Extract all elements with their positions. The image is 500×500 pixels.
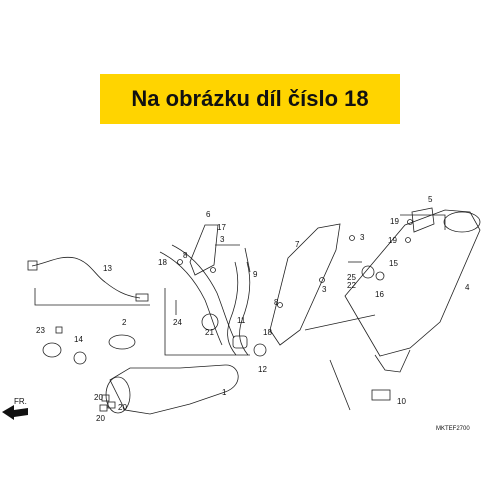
header-pipe-shape [227, 261, 239, 356]
collar-shape [253, 343, 267, 357]
callout-6: 6 [206, 210, 211, 219]
callout-18: 18 [263, 328, 272, 337]
leader-line [329, 359, 351, 411]
end-piece-shape [371, 389, 391, 401]
banner-text: Na obrázku díl číslo 18 [131, 86, 369, 111]
callout-25: 25 [347, 273, 356, 282]
callout-9: 9 [253, 270, 258, 279]
bolt-shape [244, 247, 251, 273]
callout-3: 3 [220, 235, 225, 244]
muffler-inlet-shape [374, 349, 411, 373]
header-pipe-shape [159, 251, 223, 346]
sensor-part-shape [42, 342, 62, 358]
direction-label: FR. [14, 397, 27, 406]
callout-12: 12 [258, 365, 267, 374]
callout-4: 4 [465, 283, 470, 292]
o2-sensor-wire [31, 256, 141, 299]
clamp-shape [201, 313, 219, 331]
rubber-mount-shape [232, 335, 248, 349]
leader-line [304, 314, 376, 331]
callout-19: 19 [390, 217, 399, 226]
washer-shape [375, 271, 385, 281]
gasket-shape [108, 334, 136, 350]
muffler-group-line [400, 214, 446, 230]
screw-shape [349, 235, 355, 241]
part-number-banner: Na obrázku díl číslo 18 [100, 74, 400, 124]
muffler-shape [344, 209, 481, 357]
nut-shape [107, 401, 116, 409]
header-pipe-shape [239, 261, 251, 356]
sensor-group-bracket [34, 288, 150, 306]
sensor-tip-shape [135, 293, 149, 302]
callout-1: 1 [222, 388, 227, 397]
callout-3: 3 [360, 233, 365, 242]
nut-shape [99, 404, 108, 412]
callout-11: 11 [237, 316, 246, 325]
callout-5: 5 [428, 195, 433, 204]
heat-shield-shape [269, 223, 341, 346]
callout-7: 7 [295, 240, 300, 249]
callout-24: 24 [173, 318, 182, 327]
sensor-part-shape [73, 351, 87, 365]
callout-18: 18 [158, 258, 167, 267]
screw-shape [319, 277, 325, 283]
screw-shape [407, 219, 413, 225]
front-direction-arrow-icon [2, 405, 28, 420]
screw-shape [210, 267, 216, 273]
callout-22: 22 [347, 281, 356, 290]
callout-14: 14 [74, 335, 83, 344]
screw-shape [405, 237, 411, 243]
pipe-group-line [164, 288, 250, 356]
nut-shape [55, 326, 63, 334]
callout-17: 17 [217, 223, 226, 232]
muffler-bracket-shape [411, 207, 435, 233]
callout-10: 10 [397, 397, 406, 406]
callout-8: 8 [274, 298, 279, 307]
callout-19: 19 [388, 236, 397, 245]
screw-shape [277, 302, 283, 308]
callout-20: 20 [118, 403, 127, 412]
callout-21: 21 [205, 328, 214, 337]
washer-shape [361, 265, 375, 279]
sensor-connector-shape [27, 260, 38, 271]
callout-13: 13 [103, 264, 112, 273]
callout-3: 3 [322, 285, 327, 294]
bracket-shape [189, 224, 219, 276]
callout-8: 8 [183, 251, 188, 260]
callout-20: 20 [96, 414, 105, 423]
callout-23: 23 [36, 326, 45, 335]
callout-15: 15 [389, 259, 398, 268]
muffler-end-cap [443, 211, 481, 233]
diagram-code: MKTEF2700 [436, 426, 470, 432]
callout-2: 2 [122, 318, 127, 327]
callout-16: 16 [375, 290, 384, 299]
callout-20: 20 [94, 393, 103, 402]
collector-body-shape [109, 364, 239, 415]
screw-shape [177, 259, 183, 265]
nut-shape [101, 394, 110, 402]
